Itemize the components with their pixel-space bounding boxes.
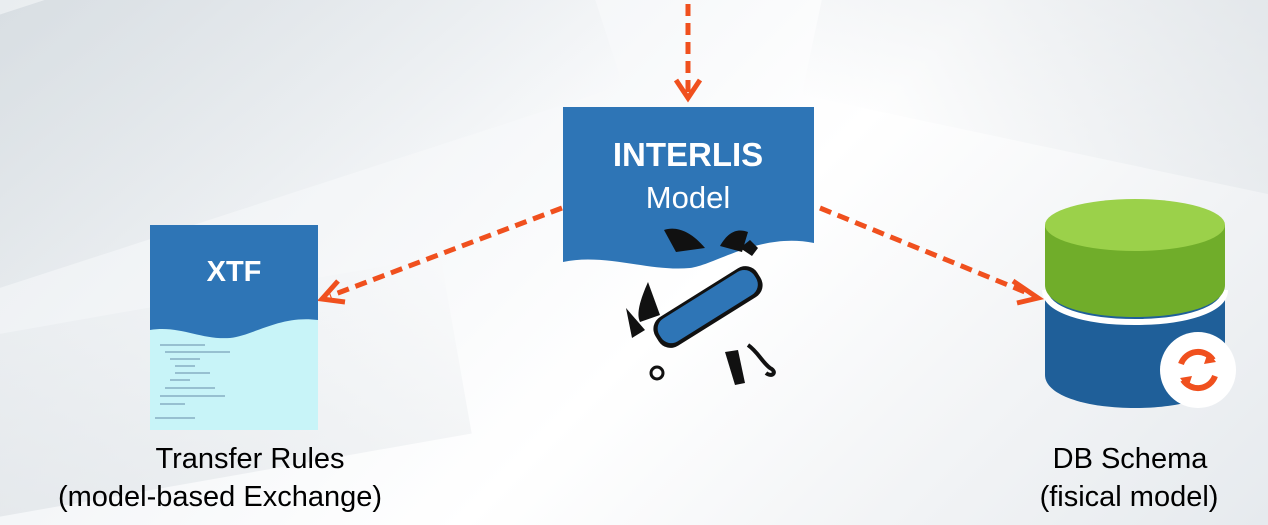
- db-schema-title: DB Schema: [1052, 443, 1208, 475]
- interlis-model-box: [563, 107, 814, 269]
- interlis-subtitle: Model: [645, 180, 731, 215]
- sync-icon: [1160, 332, 1236, 408]
- incoming-arrow: [673, 4, 703, 103]
- xtf-document-icon: [150, 225, 318, 430]
- swiss-army-knife-icon: [626, 228, 776, 385]
- arrow-to-db: [819, 205, 1045, 306]
- transfer-rules-title: Transfer Rules: [155, 443, 345, 475]
- transfer-rules-subtitle: (model-based Exchange): [57, 481, 382, 513]
- arrow-to-xtf: [316, 205, 563, 305]
- interlis-title: INTERLIS: [612, 136, 764, 173]
- xtf-title: XTF: [206, 256, 262, 288]
- db-schema-subtitle: (fisical model): [1039, 481, 1219, 513]
